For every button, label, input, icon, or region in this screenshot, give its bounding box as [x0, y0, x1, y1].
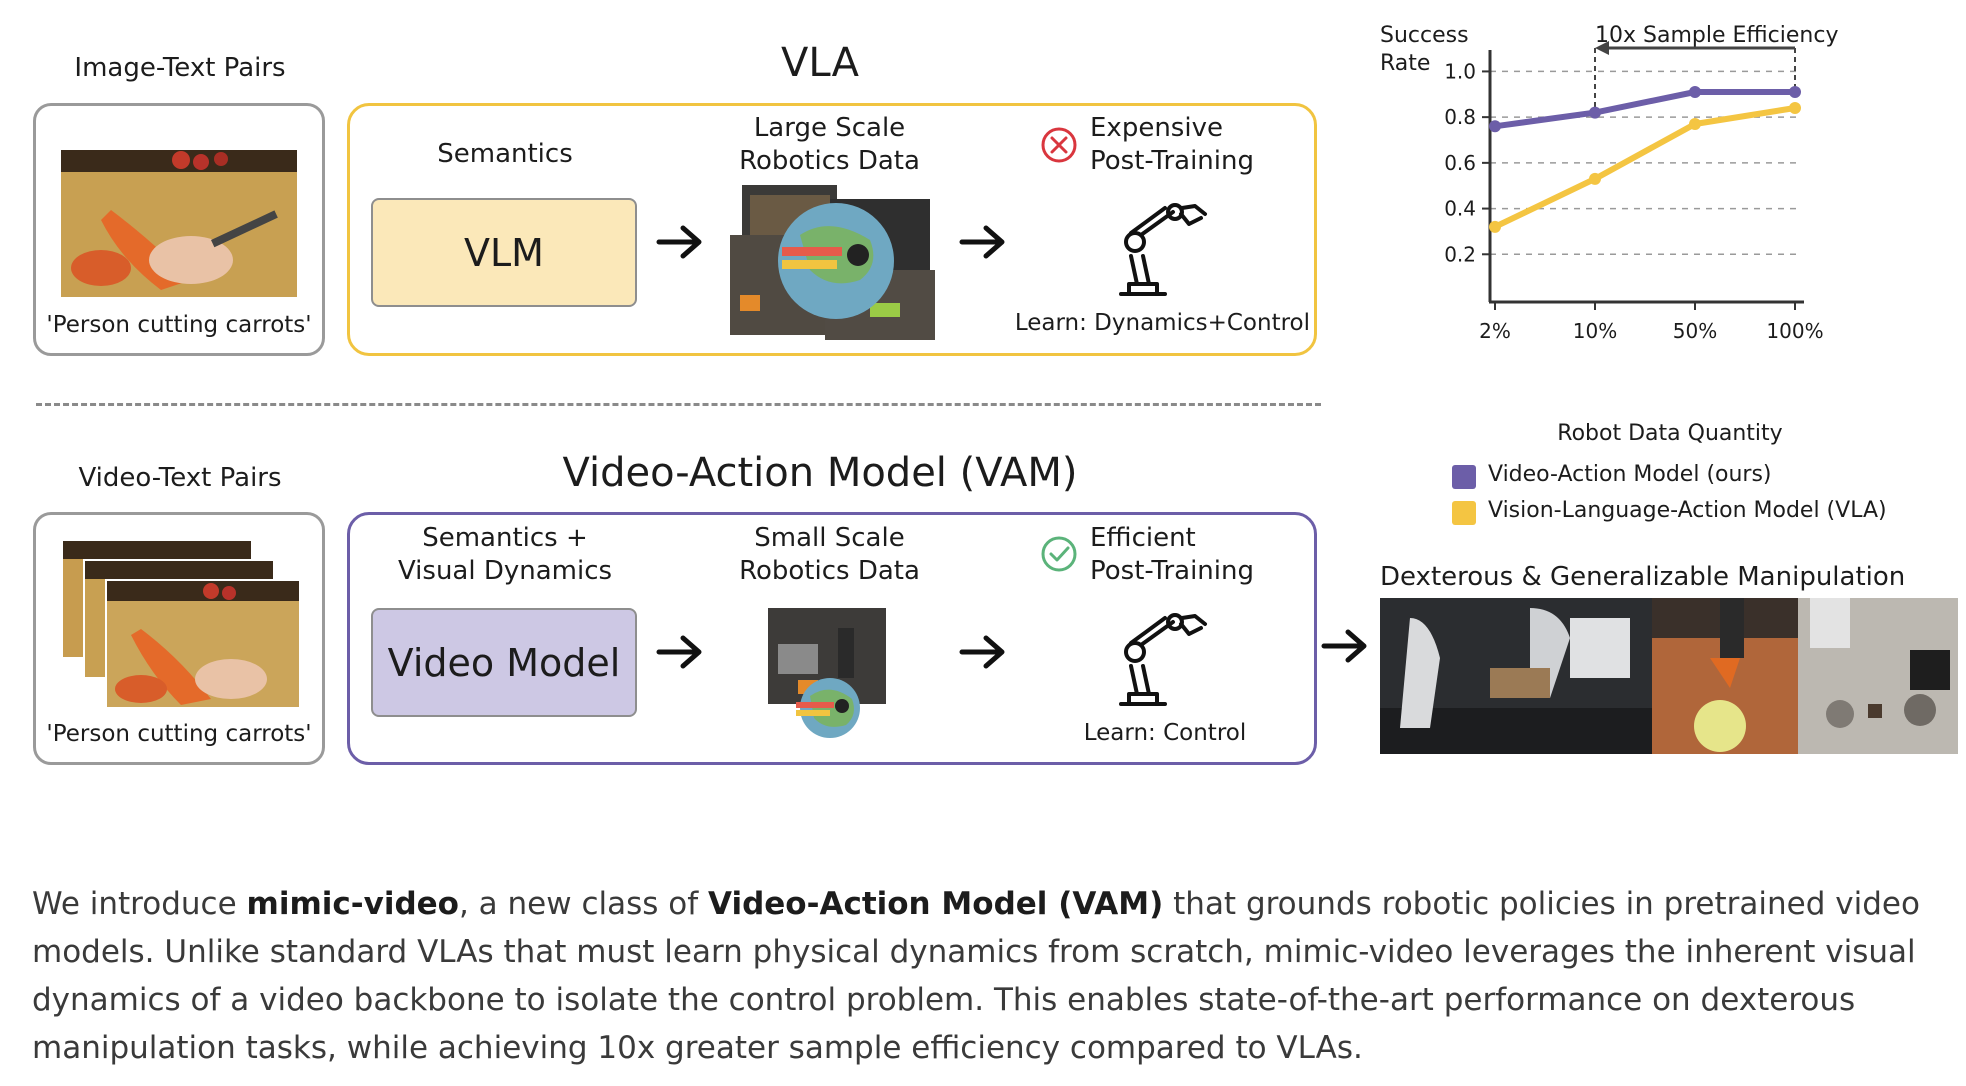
right-arrow-icon	[656, 635, 702, 669]
vam-title: Video-Action Model (VAM)	[562, 450, 1078, 496]
data-point-vla	[1489, 220, 1501, 233]
vlm-box: VLM	[371, 198, 637, 307]
data-label-line-2: Robotics Data	[739, 556, 920, 586]
x-tick-label: 2%	[1479, 319, 1511, 343]
legend-swatch-vla	[1452, 501, 1476, 525]
legend-swatch-vam	[1452, 465, 1476, 489]
data-label-line-1: Small Scale	[754, 523, 905, 553]
video-caption: 'Person cutting carrots'	[46, 721, 312, 747]
data-point-vla	[1689, 118, 1701, 130]
legend-label-vla: Vision-Language-Action Model (VLA)	[1488, 498, 1887, 523]
sample-efficiency-annotation: 10x Sample Efficiency	[1595, 23, 1838, 48]
right-arrow-icon	[959, 635, 1005, 669]
description-paragraph: We introduce mimic-video, a new class of…	[32, 880, 1942, 1072]
y-tick-label: 0.4	[1444, 197, 1476, 221]
training-line-1: Expensive	[1090, 113, 1223, 143]
data-point-vla	[1589, 172, 1601, 185]
y-axis-label-line-1: Success	[1380, 23, 1469, 48]
x-circle-icon	[1041, 127, 1077, 163]
x-tick-label: 50%	[1673, 319, 1717, 343]
y-tick-label: 0.8	[1444, 105, 1476, 129]
data-label-line-2: Robotics Data	[739, 146, 920, 176]
semantics-line-1: Semantics +	[422, 523, 588, 553]
small-robotics-data-image	[768, 608, 888, 743]
image-text-pairs-label: Image-Text Pairs	[74, 53, 286, 83]
para-text-2: , a new class of	[458, 886, 708, 922]
expensive-training-label: Expensive Post-Training	[1090, 112, 1254, 178]
success-rate-chart: Success Rate 10x Sample Efficiency Robot…	[1380, 23, 1838, 446]
legend-item-vla: Vision-Language-Action Model (VLA)	[1452, 498, 1912, 528]
y-tick-label: 1.0	[1444, 59, 1476, 83]
training-line-1: Efficient	[1090, 523, 1196, 553]
legend-label-vam: Video-Action Model (ours)	[1488, 462, 1772, 487]
image-caption: 'Person cutting carrots'	[46, 312, 312, 338]
robot-arm-icon	[1119, 203, 1207, 296]
para-bold-vam: Video-Action Model (VAM)	[708, 886, 1164, 922]
right-arrow-icon	[1321, 629, 1367, 663]
video-frames-image	[61, 539, 301, 709]
x-tick-label: 100%	[1766, 319, 1823, 343]
training-line-2: Post-Training	[1090, 146, 1254, 176]
y-tick-label: 0.6	[1444, 151, 1476, 175]
series-line-vam	[1494, 89, 1795, 130]
learn-control: Learn: Control	[1083, 720, 1247, 746]
vam-semantics-label: Semantics + Visual Dynamics	[380, 522, 630, 588]
para-text-1: We introduce	[32, 886, 247, 922]
data-label-line-1: Large Scale	[753, 113, 906, 143]
training-line-2: Post-Training	[1090, 556, 1254, 586]
section-divider	[36, 403, 1321, 406]
image-text-card: 'Person cutting carrots'	[33, 103, 325, 356]
para-bold-mimic-video: mimic-video	[246, 886, 459, 922]
robotics-data-collage	[730, 185, 935, 340]
data-point-vam	[1589, 106, 1601, 119]
large-scale-label: Large Scale Robotics Data	[722, 112, 937, 178]
x-axis-label: Robot Data Quantity	[1557, 421, 1782, 446]
data-point-vam	[1689, 86, 1701, 98]
data-point-vla	[1789, 102, 1801, 114]
learn-dynamics-control: Learn: Dynamics+Control	[1014, 310, 1310, 336]
para-text-3: that grounds robotic policies in pretrai…	[32, 886, 1920, 1066]
manipulation-label: Dexterous & Generalizable Manipulation	[1380, 562, 1906, 592]
vla-semantics-label: Semantics	[437, 139, 573, 169]
vla-frame	[347, 103, 1317, 356]
x-tick-label: 10%	[1573, 319, 1617, 343]
legend-item-vam: Video-Action Model (ours)	[1452, 462, 1872, 492]
video-text-pairs-label: Video-Text Pairs	[78, 463, 282, 493]
data-point-vam	[1789, 86, 1801, 98]
y-tick-label: 0.2	[1444, 242, 1476, 266]
check-circle-icon	[1041, 536, 1077, 572]
data-point-vam	[1489, 120, 1501, 133]
vla-title: VLA	[781, 40, 859, 86]
efficiency-arrow-head	[1595, 41, 1609, 55]
manipulation-photos	[1380, 598, 1958, 754]
efficient-training-label: Efficient Post-Training	[1090, 522, 1254, 588]
robot-arm-icon	[1119, 613, 1207, 706]
right-arrow-icon	[959, 225, 1005, 259]
right-arrow-icon	[656, 225, 702, 259]
vam-frame	[347, 512, 1317, 765]
y-axis-label-line-2: Rate	[1380, 51, 1430, 76]
series-line-vla	[1493, 105, 1796, 230]
small-scale-label: Small Scale Robotics Data	[722, 522, 937, 588]
semantics-line-2: Visual Dynamics	[397, 556, 613, 586]
video-text-card: 'Person cutting carrots'	[33, 512, 325, 765]
video-model-box: Video Model	[371, 608, 637, 717]
carrot-cutting-image	[61, 150, 297, 297]
